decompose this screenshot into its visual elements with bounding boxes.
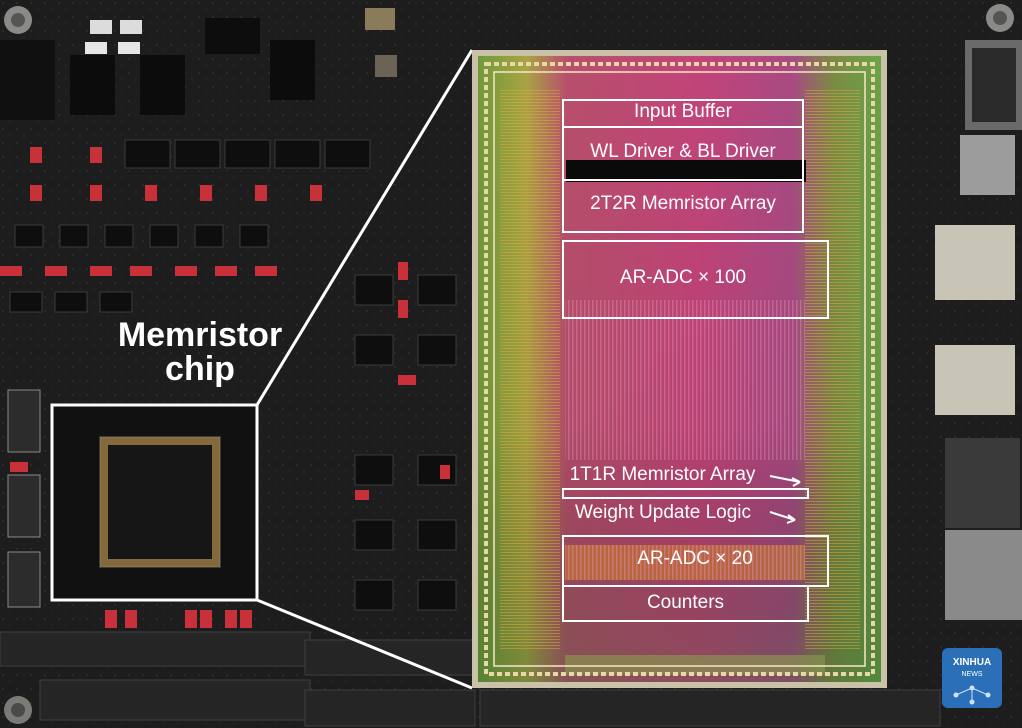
die-micrograph: [472, 50, 887, 688]
package-callout-box: [50, 403, 259, 602]
label-weight-update: Weight Update Logic: [574, 502, 752, 523]
xinhua-brand-text: XINHUA: [952, 657, 992, 668]
memristor-chip-label: Memristor chip: [110, 318, 290, 386]
label-counters: Counters: [646, 592, 725, 613]
memristor-chip-line2: chip: [165, 350, 235, 388]
arrow-1t1r-icon: [769, 475, 801, 487]
label-1t1r-array: 1T1R Memristor Array: [569, 464, 756, 485]
label-input-buffer: Input Buffer: [634, 101, 732, 122]
label-wl-bl-driver: WL Driver & BL Driver: [590, 141, 776, 162]
arrow-weight-icon: [769, 511, 796, 524]
label-adc-20: AR-ADC × 20: [637, 548, 753, 569]
xinhua-sub-text: NEWS: [961, 671, 983, 678]
network-icon: [953, 685, 991, 705]
label-2t2r-array: 2T2R Memristor Array: [590, 193, 776, 214]
callout-line-bottom: [256, 598, 473, 690]
memristor-chip-line1: Memristor: [117, 316, 283, 354]
label-adc-100: AR-ADC × 100: [619, 267, 747, 288]
die-overlay-boxes: [562, 99, 829, 622]
callout-line-top: [255, 49, 474, 406]
